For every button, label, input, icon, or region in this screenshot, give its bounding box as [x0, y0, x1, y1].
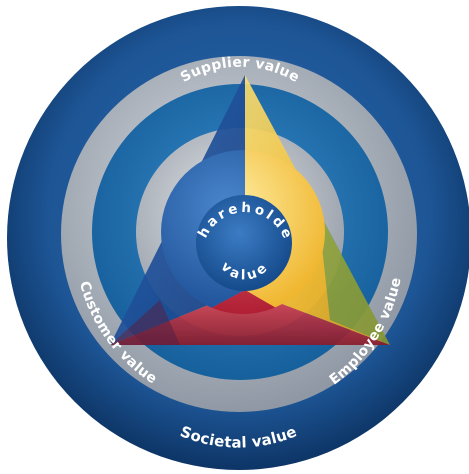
inner-band-yellow	[245, 150, 325, 314]
triangle-red-section	[110, 290, 390, 345]
shareholder-core	[196, 195, 292, 291]
triangle-dark-tint	[110, 300, 180, 345]
triangle-green-tint	[318, 210, 390, 345]
